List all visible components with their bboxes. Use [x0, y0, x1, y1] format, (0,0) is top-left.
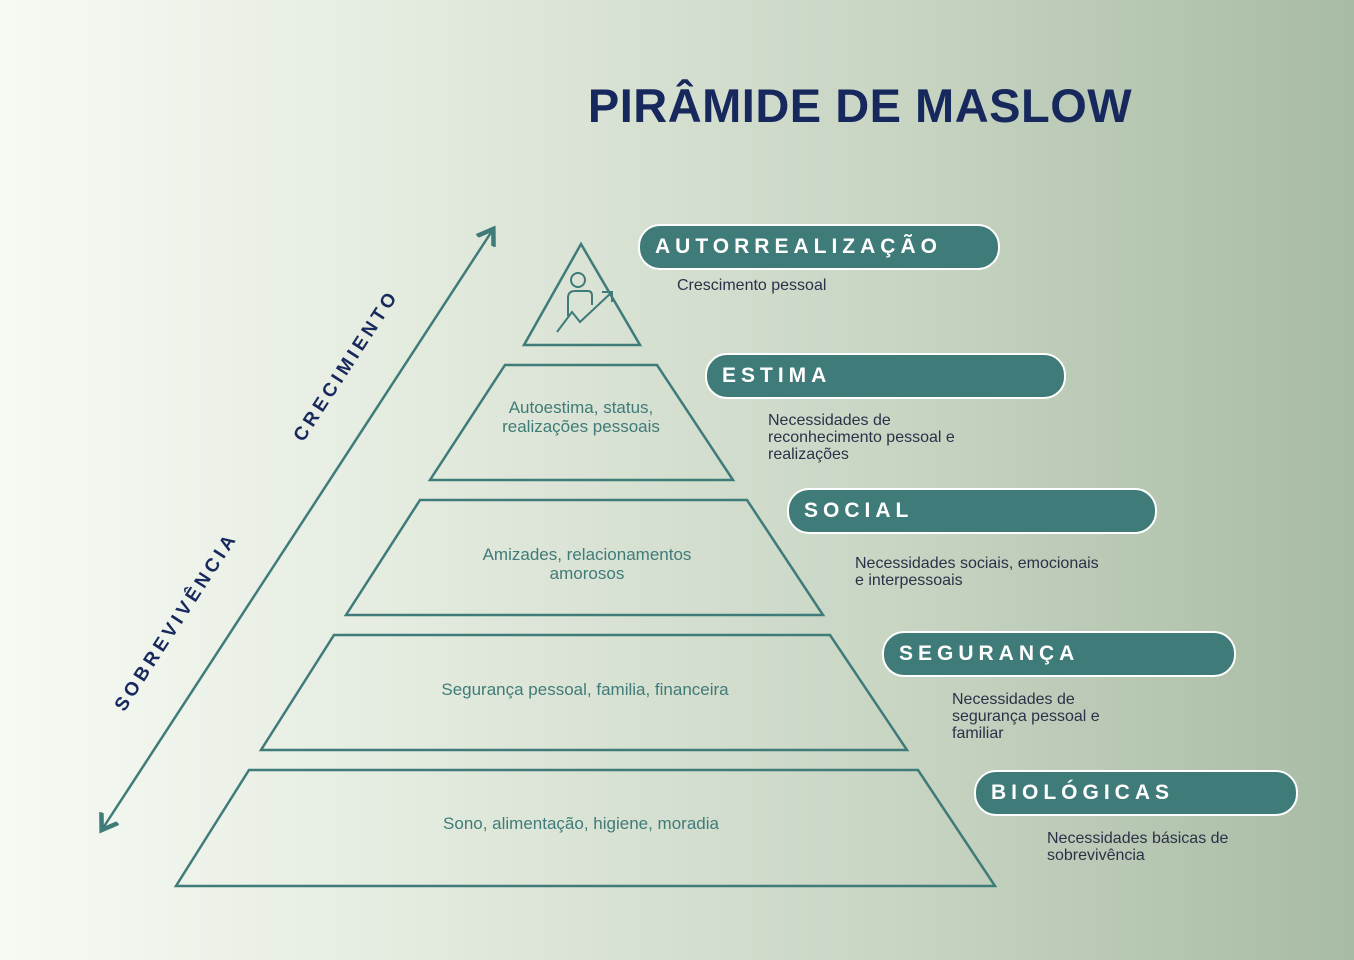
label-estima: ESTIMA [705, 353, 1066, 399]
desc-seguranca: Necessidades de segurança pessoal e fami… [952, 691, 1100, 742]
page-title: PIRÂMIDE DE MASLOW [587, 79, 1133, 132]
label-seguranca: SEGURANÇA [882, 631, 1236, 677]
desc-social: Necessidades sociais, emocionais e inter… [855, 555, 1099, 589]
tier-text-estima: Autoestima, status, realizações pessoais [502, 398, 660, 436]
desc-autorrealizacao: Crescimento pessoal [677, 277, 827, 294]
tier-biologicas [173, 768, 998, 888]
label-social: SOCIAL [787, 488, 1157, 534]
person-growth-icon [556, 272, 613, 333]
tier-text-social: Amizades, relacionamentos amorosos [482, 545, 692, 583]
label-autorrealizacao: AUTORREALIZAÇÃO [638, 224, 1000, 270]
tier-estima [427, 363, 736, 482]
tier-social [343, 498, 826, 617]
tier-text-seguranca: Segurança pessoal, familia, financeira [441, 680, 729, 699]
tier-text-biologicas: Sono, alimentação, higiene, moradia [443, 814, 719, 833]
tier-autorrealizacao [521, 241, 643, 347]
tier-seguranca [258, 633, 910, 752]
growth-arrow [103, 231, 492, 828]
desc-estima: Necessidades de reconhecimento pessoal e… [768, 412, 955, 463]
desc-biologicas: Necessidades básicas de sobrevivência [1047, 830, 1229, 864]
label-biologicas: BIOLÓGICAS [974, 770, 1298, 816]
